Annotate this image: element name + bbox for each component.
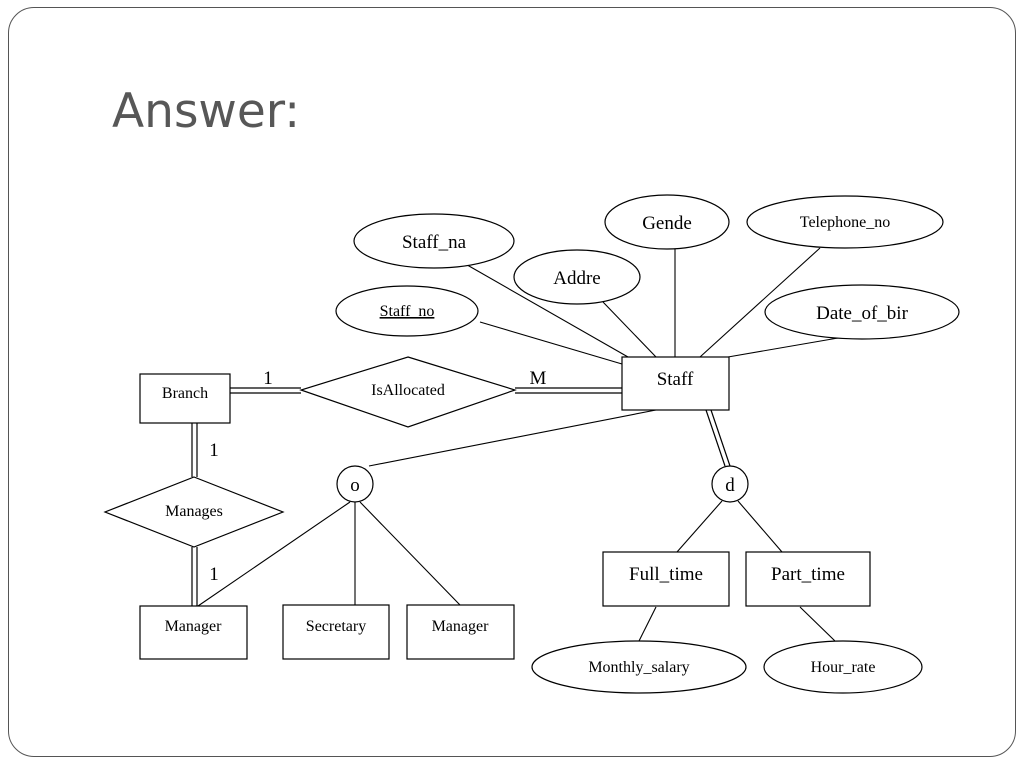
cardinality-manager-manages: 1 xyxy=(209,564,219,585)
svg-text:Addre: Addre xyxy=(553,268,600,289)
cardinality-branch-isallocated: 1 xyxy=(263,368,273,389)
svg-text:Full_time: Full_time xyxy=(629,564,703,585)
cardinality-branch-manages: 1 xyxy=(209,440,219,461)
cardinality-staff-isallocated: M xyxy=(530,368,547,389)
svg-text:Secretary: Secretary xyxy=(306,618,366,635)
attribute-address: Addre xyxy=(513,249,641,305)
specialization-overlapping: o xyxy=(336,465,374,503)
svg-text:Manager: Manager xyxy=(165,618,223,635)
svg-text:Staff_na: Staff_na xyxy=(402,232,467,253)
specialization-disjoint: d xyxy=(711,465,749,503)
relationship-connectors xyxy=(191,387,622,606)
svg-text:Staff: Staff xyxy=(657,369,694,390)
attribute-connectors xyxy=(461,247,839,642)
svg-text:IsAllocated: IsAllocated xyxy=(371,382,445,399)
svg-text:Part_time: Part_time xyxy=(771,564,845,585)
attribute-date-of-birth: Date_of_bir xyxy=(764,284,960,340)
svg-text:Telephone_no: Telephone_no xyxy=(800,214,890,231)
attribute-telephone-no: Telephone_no xyxy=(746,195,944,249)
relationship-isallocated: IsAllocated xyxy=(299,356,517,428)
svg-text:Branch: Branch xyxy=(162,385,208,402)
svg-text:Hour_rate: Hour_rate xyxy=(811,659,876,676)
svg-text:Gende: Gende xyxy=(642,213,692,234)
attribute-staff-name: Staff_na xyxy=(353,213,515,269)
entity-manager-2: Manager xyxy=(406,604,515,660)
entity-manager: Manager xyxy=(139,605,248,660)
svg-text:Monthly_salary: Monthly_salary xyxy=(588,659,689,676)
relationship-manages: Manages xyxy=(103,476,285,548)
svg-text:Manager: Manager xyxy=(432,618,490,635)
svg-text:Date_of_bir: Date_of_bir xyxy=(816,303,908,324)
entity-part-time: Part_time xyxy=(745,551,871,607)
attribute-hour-rate: Hour_rate xyxy=(763,640,923,694)
svg-text:d: d xyxy=(725,475,735,496)
svg-text:Staff_no: Staff_no xyxy=(380,303,435,320)
specialization-connectors xyxy=(197,409,783,607)
svg-text:o: o xyxy=(350,475,360,496)
entity-branch: Branch xyxy=(139,373,231,424)
attribute-staff-no: Staff_no xyxy=(335,285,479,337)
attribute-monthly-salary: Monthly_salary xyxy=(531,640,747,694)
entity-staff: Staff xyxy=(621,356,730,411)
slide-title: Answer: xyxy=(112,84,301,139)
attribute-gender: Gende xyxy=(604,194,730,250)
entity-full-time: Full_time xyxy=(602,551,730,607)
entity-secretary: Secretary xyxy=(282,604,390,660)
svg-text:Manages: Manages xyxy=(165,503,223,520)
